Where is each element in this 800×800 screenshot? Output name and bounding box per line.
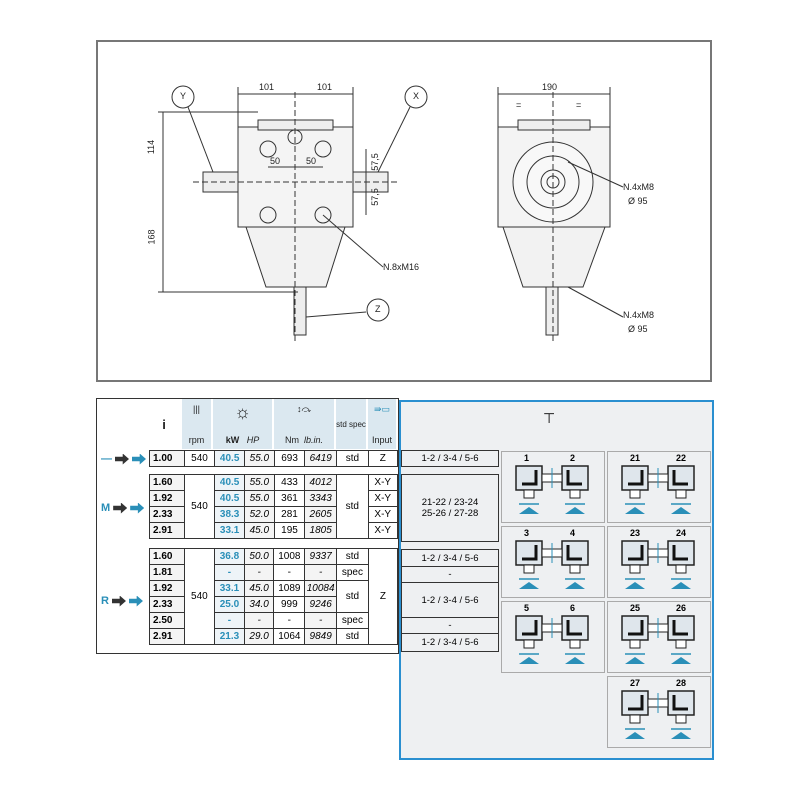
table-row: 2.50----spec xyxy=(149,612,398,629)
group-m: M xyxy=(101,502,145,514)
arrow-blue-icon xyxy=(130,502,145,514)
header-std-spec: std spec xyxy=(336,399,367,449)
diagram-label: 4 xyxy=(570,528,576,538)
dim-equal-right: = xyxy=(576,100,582,110)
diagram-label: 24 xyxy=(676,528,687,538)
header-input: ⇛▭Input xyxy=(368,399,397,449)
input-shaft-icon: ⇛▭ xyxy=(373,404,391,414)
callout-side-diameter: Ø 95 xyxy=(628,196,648,206)
rpm-icon: ||| xyxy=(192,404,200,414)
dim-half-width-left: 101 xyxy=(258,82,275,92)
performance-table: i |||rpm ☼kW HP ↕⤼Nm lb.in. std spec ⇛▭I… xyxy=(96,398,399,654)
mounting-diagram: 27 28 xyxy=(607,676,711,748)
gearbox-outline xyxy=(158,85,624,342)
combo-r-1: 1-2 / 3-4 / 5-6 xyxy=(401,549,499,567)
callout-front-holes: N.8xM16 xyxy=(383,262,420,272)
callout-bottom-diameter: Ø 95 xyxy=(628,324,648,334)
shaft-label-y: Y xyxy=(180,91,187,101)
header-rpm: |||rpm xyxy=(182,399,212,449)
technical-drawing: 101 101 50 50 114 168 57,5 57,5 190 = = … xyxy=(96,40,712,382)
table-row: 1.81----spec xyxy=(149,564,398,581)
header-ratio: i xyxy=(149,399,180,449)
dim-height-lower: 168 xyxy=(146,229,157,245)
dim-bolt-right: 50 xyxy=(306,156,317,166)
gearbox-pair-icon xyxy=(621,690,695,739)
diagram-label: 27 xyxy=(630,678,641,688)
group-direct: — xyxy=(101,453,146,465)
gearbox-symbol-icon: ⊤ xyxy=(543,410,556,426)
diagram-label: 28 xyxy=(676,678,687,688)
combo-direct: 1-2 / 3-4 / 5-6 xyxy=(401,450,499,467)
diagram-label: 23 xyxy=(630,528,641,538)
gearbox-pair-icon xyxy=(621,615,695,664)
arrow-outline-icon xyxy=(113,502,128,514)
diagram-label: 21 xyxy=(630,453,641,463)
gearbox-pair-icon xyxy=(621,465,695,514)
diagram-label: 22 xyxy=(676,453,687,463)
shaft-label-x: X xyxy=(413,91,420,101)
gearbox-pair-icon xyxy=(515,540,589,589)
combo-r-4: - xyxy=(401,617,499,634)
arrow-blue-icon xyxy=(128,595,143,607)
mounting-diagram: 21 22 xyxy=(607,451,711,523)
dim-height-upper: 114 xyxy=(146,139,157,155)
dim-bolt-left: 50 xyxy=(270,156,281,166)
diagram-label: 25 xyxy=(630,603,641,613)
diagram-label: 3 xyxy=(524,528,530,538)
callout-bottom-holes: N.4xM8 xyxy=(623,310,655,320)
dim-half-width-right: 101 xyxy=(316,82,333,92)
diagram-label: 26 xyxy=(676,603,687,613)
dim-side-width: 190 xyxy=(542,82,558,92)
callout-side-holes: N.4xM8 xyxy=(623,182,655,192)
diagram-label: 2 xyxy=(570,453,576,463)
header-power: ☼kW HP xyxy=(213,399,273,449)
sun-icon: ☼ xyxy=(234,402,251,422)
torque-icon: ↕⤼ xyxy=(296,404,312,414)
gearbox-pair-icon xyxy=(515,615,589,664)
diagram-label: 6 xyxy=(570,603,576,613)
arrow-outline-icon xyxy=(115,453,129,465)
combo-r-5: 1-2 / 3-4 / 5-6 xyxy=(401,633,499,652)
combo-r-2: - xyxy=(401,566,499,583)
diagram-label: 5 xyxy=(524,603,530,613)
arrow-outline-icon xyxy=(111,595,126,607)
dim-center-lower: 57,5 xyxy=(369,188,380,206)
mounting-diagram: 25 26 xyxy=(607,601,711,673)
shaft-label-z: Z xyxy=(375,304,381,314)
dim-center-upper: 57,5 xyxy=(369,153,380,171)
header-torque: ↕⤼Nm lb.in. xyxy=(274,399,335,449)
mounting-diagram: 23 24 xyxy=(607,526,711,598)
gearbox-pair-icon xyxy=(621,540,695,589)
arrow-blue-icon xyxy=(132,453,146,465)
combo-r-3: 1-2 / 3-4 / 5-6 xyxy=(401,582,499,618)
gearbox-pair-icon xyxy=(515,465,589,514)
diagram-label: 1 xyxy=(524,453,530,463)
dim-equal-left: = xyxy=(516,100,522,110)
group-r: R xyxy=(101,595,143,607)
